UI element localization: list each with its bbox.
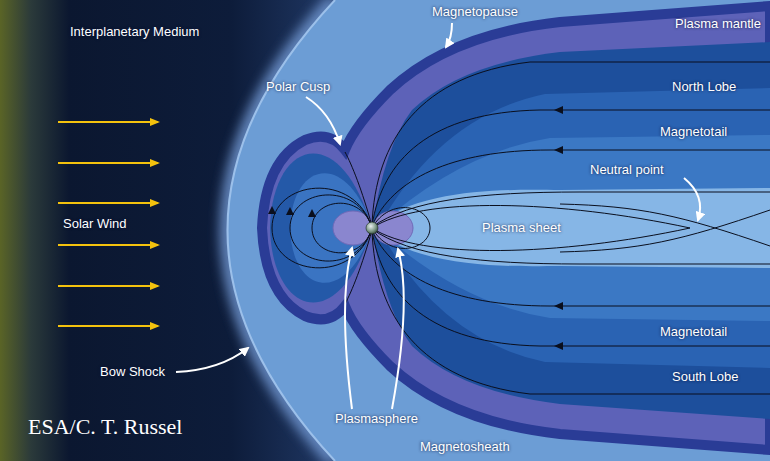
earth	[366, 222, 378, 234]
region-label: Magnetosheath	[420, 440, 510, 454]
boundary-label: Bow Shock	[100, 365, 165, 379]
credit-label: ESA/C. T. Russel	[28, 415, 182, 439]
dayside-region	[270, 154, 372, 303]
region-label: Solar Wind	[63, 217, 127, 231]
region-label: Plasma mantle	[675, 17, 761, 31]
region-label: South Lobe	[672, 370, 739, 384]
solar-wind-arrows	[58, 122, 158, 326]
region-label: Magnetotail	[660, 125, 727, 139]
region-label: Plasmasphere	[335, 412, 418, 426]
magnetopause	[262, 6, 770, 450]
region-label: Interplanetary Medium	[70, 25, 199, 39]
region-label: Polar Cusp	[266, 80, 330, 94]
plasma-sheet-region	[372, 188, 770, 268]
plasmasphere-lobe	[373, 211, 413, 245]
leader-arrows	[176, 23, 700, 409]
point-label: Neutral point	[590, 163, 664, 177]
boundary-label: Magnetopause	[432, 5, 518, 19]
region-label: Plasma sheet	[482, 221, 561, 235]
magnetosheath-region	[228, 0, 770, 461]
lobe-region	[372, 42, 770, 419]
region-label: Magnetotail	[660, 325, 727, 339]
field-direction-arrows	[268, 106, 563, 350]
region-label: North Lobe	[672, 80, 736, 94]
